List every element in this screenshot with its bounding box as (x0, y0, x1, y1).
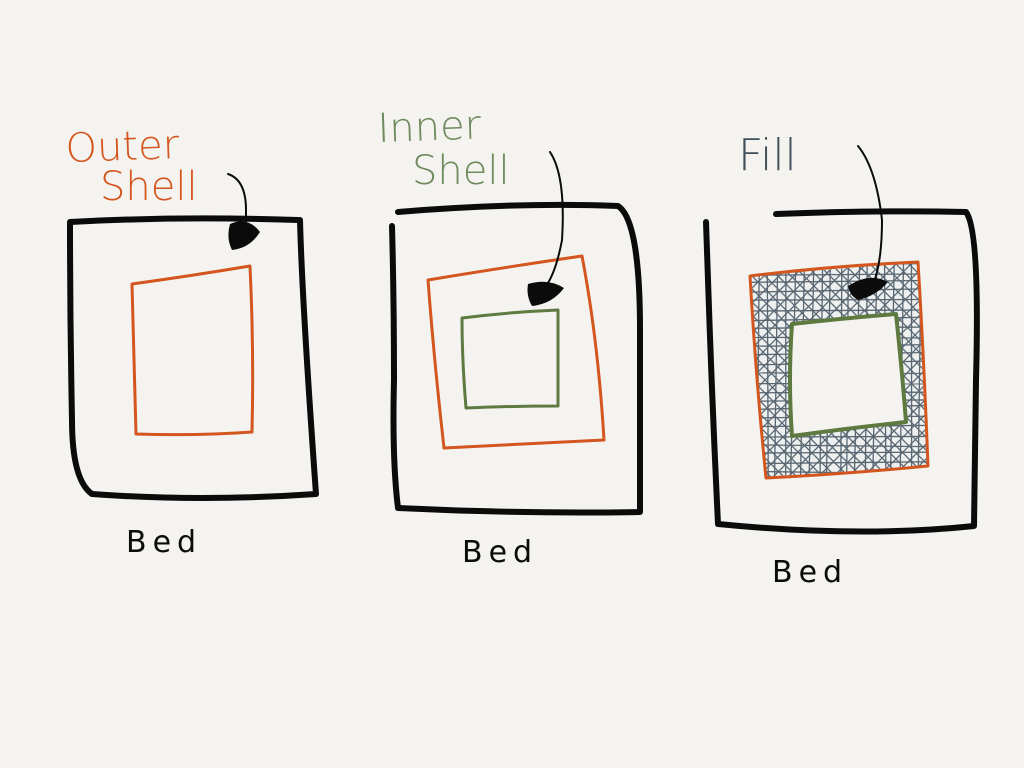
hatch-stroke (750, 262, 897, 478)
hatch-stroke (750, 262, 831, 478)
arrow-line (227, 173, 247, 227)
panel-1-label-line-2: Shell (100, 164, 198, 210)
hatch-stroke (750, 444, 928, 448)
panel-3-label: Fill (738, 130, 797, 181)
inner-shell-outline (460, 308, 560, 410)
panel-outer-shell: Outer Shell Bed (65, 122, 319, 560)
panel-2-label: Inner Shell (377, 102, 510, 194)
hatch-stroke (824, 262, 928, 478)
outer-shell-outline (130, 264, 255, 437)
hatch-stroke (750, 391, 928, 394)
hatch-stroke (750, 262, 771, 478)
hatch-stroke (750, 262, 767, 478)
hatch-stroke (740, 253, 940, 256)
hatch-stroke (794, 262, 928, 478)
hatch-stroke (750, 460, 928, 465)
bed-outline (67, 215, 319, 501)
arrow-head-icon (848, 277, 888, 300)
hatch-stroke (750, 451, 928, 454)
arrow-line (545, 151, 564, 287)
hatch-stroke (750, 262, 801, 478)
outer-shell-outline (748, 260, 930, 480)
panel-1-label: Outer Shell (65, 122, 198, 210)
hatch-stroke (929, 255, 930, 485)
bed-outline (703, 208, 980, 535)
hatch-stroke (860, 262, 928, 478)
arrow-head-icon (527, 281, 564, 306)
hatch-stroke (939, 255, 1024, 485)
hatch-stroke (939, 255, 940, 485)
hatch-stroke (750, 262, 780, 478)
hatch-stroke (869, 262, 928, 478)
hatch-stroke (750, 262, 861, 478)
arrow-head-icon (228, 221, 260, 250)
hatch-stroke (750, 262, 846, 478)
hatch-stroke (750, 262, 876, 478)
hatch-stroke (847, 262, 928, 478)
hatch-stroke (750, 262, 845, 478)
hatch-stroke (740, 481, 940, 482)
hatch-stroke (750, 262, 832, 478)
hatch-stroke (750, 372, 928, 375)
hatch-stroke (750, 262, 819, 478)
bed-outline (389, 201, 643, 516)
arrow-line (857, 145, 884, 283)
hatch-stroke (750, 262, 806, 478)
hatch-stroke (914, 262, 928, 478)
panel-1-label-line-1: Outer (65, 122, 181, 172)
inner-shell-outline (788, 312, 908, 438)
hatch-stroke (750, 435, 928, 438)
hatch-stroke (750, 262, 884, 478)
hatch-stroke (750, 336, 928, 339)
panel-3-label-line-1: Fill (738, 130, 797, 181)
panel-2-label-line-2: Shell (412, 148, 510, 194)
panel-3-bed-label: Bed (772, 555, 848, 590)
panel-1-bed-label: Bed (126, 525, 202, 560)
panel-inner-shell: Inner Shell Bed (377, 102, 643, 570)
outer-shell-outline (426, 254, 606, 450)
hatch-stroke (739, 255, 741, 485)
hatch-stroke (750, 262, 816, 478)
panel-2-label-line-1: Inner (377, 102, 483, 152)
hatch-stroke (884, 262, 928, 478)
hatch-stroke (854, 262, 928, 478)
hatch-stroke (795, 262, 928, 478)
panel-2-bed-label: Bed (462, 535, 538, 570)
hatch-stroke (746, 255, 749, 485)
panel-fill: Fill Bed (703, 130, 1024, 590)
hatch-stroke (912, 262, 928, 478)
hatch-stroke (839, 262, 928, 478)
